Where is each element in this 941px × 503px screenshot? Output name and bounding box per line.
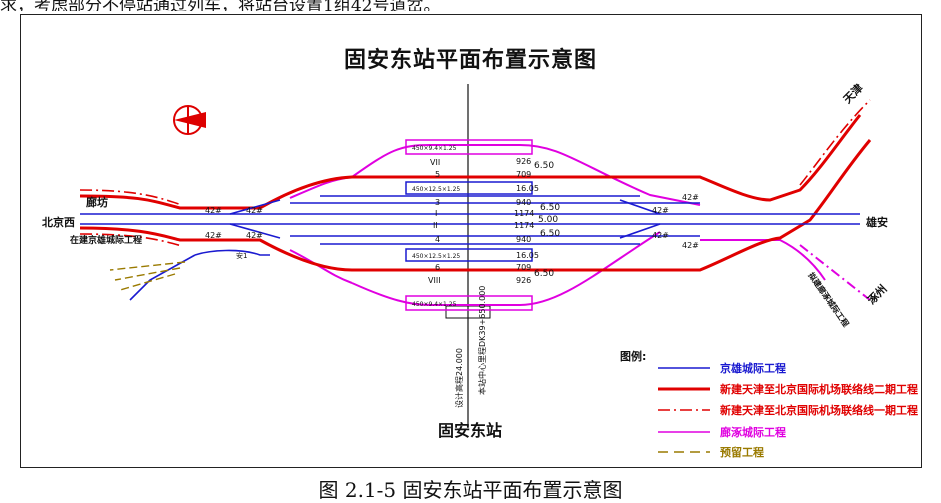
width-label: 5.00 xyxy=(538,215,558,225)
legend-label-jingxiong: 京雄城际工程 xyxy=(720,361,786,375)
platform-1 xyxy=(405,139,533,155)
legend-title: 图例: xyxy=(620,349,646,363)
preceding-text-line: 求，考虑部分不停站通过列车，将站台设置1组42号道岔。 xyxy=(0,0,441,11)
label-beijing-west: 北京西 xyxy=(42,215,75,229)
platform-label: 450×9.4×1.25 xyxy=(412,301,457,308)
label-langfang: 廊坊 xyxy=(86,195,108,209)
distance-label: 926 xyxy=(516,276,531,285)
legend-label-reserved: 预留工程 xyxy=(720,445,764,459)
distance-label: 940 xyxy=(516,198,531,207)
distance-label: 940 xyxy=(516,235,531,244)
label-station-name: 固安东站 xyxy=(438,421,502,440)
track-number: 5 xyxy=(435,170,440,179)
platform-2 xyxy=(405,181,533,195)
track-number: VII xyxy=(430,158,440,167)
width-label: 6.50 xyxy=(540,229,560,239)
platform-label: 450×9.4×1.25 xyxy=(412,145,457,152)
compass-icon xyxy=(173,105,206,135)
legend-label-langzhuo: 廊涿城际工程 xyxy=(720,425,786,439)
label-center-mileage-1: 本站中心里程DK39+650.000 xyxy=(477,286,487,395)
platform-label: 450×12.5×1.25 xyxy=(412,253,460,260)
legend-label-phase1: 新建天津至北京国际机场联络线一期工程 xyxy=(720,403,918,417)
track-number: 6 xyxy=(435,263,440,272)
track-number: I xyxy=(435,209,437,218)
label-zhuozhou: 涿州 xyxy=(864,282,889,307)
switch-label: 42# xyxy=(682,193,699,202)
switch-label: 42# xyxy=(205,206,222,215)
label-langzhuo-built: 拟建廊涿城际工程 xyxy=(806,270,851,328)
switch-label: 42# xyxy=(246,206,263,215)
tianjin-link-phase1 xyxy=(79,99,871,247)
distance-label: 709 xyxy=(516,263,531,272)
platform-label: 450×12.5×1.25 xyxy=(412,186,460,193)
width-label: 6.50 xyxy=(540,203,560,213)
label-tianjin: 天津 xyxy=(840,81,865,106)
figure-caption: 图 2.1-5 固安东站平面布置示意图 xyxy=(318,478,623,502)
platform-4 xyxy=(405,295,533,311)
legend-lines xyxy=(658,367,710,453)
diagram-title: 固安东站平面布置示意图 xyxy=(343,48,597,73)
siding-label: 安1 xyxy=(236,251,247,260)
distance-label: 1174 xyxy=(514,209,534,218)
distance-label: 1174 xyxy=(514,221,534,230)
switch-label: 42# xyxy=(682,241,699,250)
distance-label: 926 xyxy=(516,157,531,166)
switch-label: 42# xyxy=(205,231,222,240)
platform-3 xyxy=(405,248,533,262)
track-number: 3 xyxy=(435,198,440,207)
switch-label: 42# xyxy=(652,206,669,215)
tianjin-link-tracks xyxy=(79,114,872,272)
platforms xyxy=(405,139,533,311)
width-label: 6.50 xyxy=(534,269,554,279)
langzhuo-tracks xyxy=(289,144,871,306)
platform-value: 16.05 xyxy=(516,184,539,193)
width-label: 6.50 xyxy=(534,161,554,171)
blue-platforms xyxy=(405,181,533,262)
label-xiongan: 雄安 xyxy=(865,215,888,229)
switch-label: 42# xyxy=(246,231,263,240)
distance-label: 709 xyxy=(516,170,531,179)
track-number: 4 xyxy=(435,235,440,244)
legend-label-phase2: 新建天津至北京国际机场联络线二期工程 xyxy=(720,382,918,396)
platform-value: 16.05 xyxy=(516,251,539,260)
track-number: VIII xyxy=(428,276,441,285)
reserved-tracks xyxy=(109,261,186,291)
label-center-mileage-2: 设计高程24.000 xyxy=(454,348,464,408)
label-jingxiong-built: 在建京雄城际工程 xyxy=(70,234,142,246)
switch-label: 42# xyxy=(652,231,669,240)
jingxiong-tracks xyxy=(80,195,860,301)
track-number: II xyxy=(433,221,438,230)
